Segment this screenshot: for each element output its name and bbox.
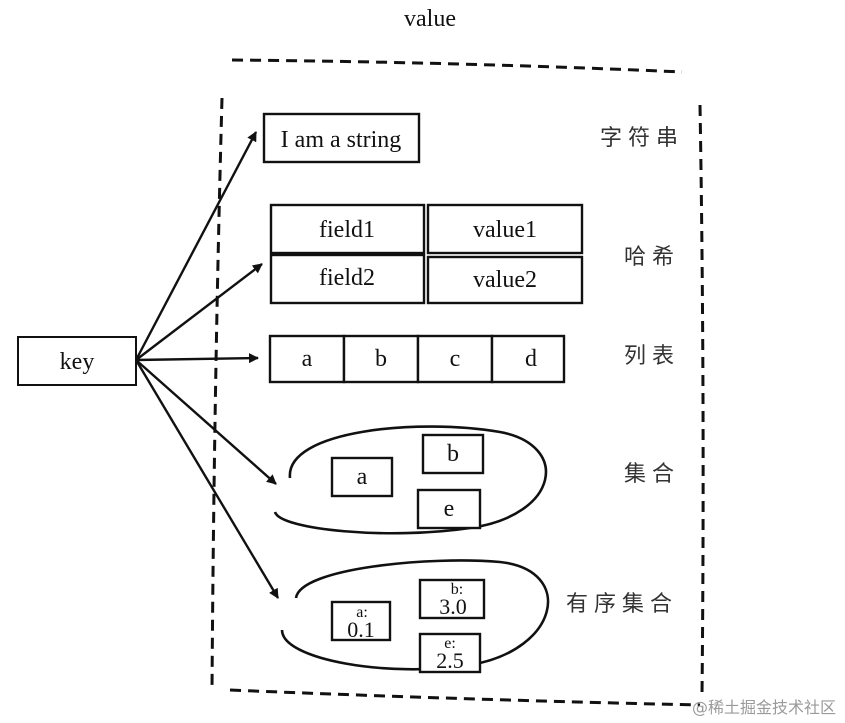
list-cell xyxy=(490,334,566,384)
arrow-to-zset xyxy=(134,359,280,599)
hash-value-cell xyxy=(426,255,584,305)
zset-ellipse xyxy=(280,559,550,671)
arrow-to-string xyxy=(134,131,258,361)
zset-member: a: xyxy=(356,604,368,621)
zset-type-label: 有序集合 xyxy=(566,592,678,617)
hash-type-label: 哈希 xyxy=(624,245,680,270)
hash-field-cell xyxy=(269,203,426,255)
list-cell xyxy=(342,334,420,384)
list-item: b xyxy=(375,346,387,372)
hash-value-cell xyxy=(426,203,584,255)
arrow-to-set xyxy=(135,359,277,485)
key-arrows xyxy=(134,131,280,599)
arrow-to-hash xyxy=(135,263,263,361)
value-container xyxy=(210,58,705,707)
list-item: a xyxy=(302,346,313,372)
set-member-box xyxy=(330,456,394,498)
list-item: c xyxy=(450,346,461,372)
set-member: a xyxy=(357,464,368,490)
list-cells: a b c d xyxy=(268,334,566,384)
hash-field: field1 xyxy=(319,217,375,243)
zset-score: 2.5 xyxy=(436,648,464,673)
arrow-to-list xyxy=(135,353,259,364)
string-box: I am a string xyxy=(262,112,421,164)
zset-score: 3.0 xyxy=(439,594,467,619)
key-label: key xyxy=(60,349,95,375)
zset-member-box xyxy=(330,600,392,642)
zset-group: a: 0.1 b: 3.0 e: 2.5 xyxy=(280,559,550,674)
key-box: key xyxy=(17,336,137,386)
set-ellipse xyxy=(273,425,548,535)
set-member-box xyxy=(421,433,485,475)
list-type-label: 列表 xyxy=(624,344,680,369)
set-member: b xyxy=(447,441,459,467)
string-type-label: 字符串 xyxy=(600,126,684,151)
zset-member-box xyxy=(418,578,486,620)
hash-table: field1 value1 field2 value2 xyxy=(269,203,584,305)
zset-member: e: xyxy=(444,635,456,652)
hash-field: field2 xyxy=(319,265,375,291)
value-title: value xyxy=(404,6,456,32)
list-item: d xyxy=(525,346,537,372)
set-group: a b e xyxy=(273,425,548,535)
zset-member: b: xyxy=(451,581,463,598)
hash-value: value1 xyxy=(473,217,537,243)
zset-score: 0.1 xyxy=(347,617,375,642)
set-member-box xyxy=(416,488,482,530)
watermark: @稀土掘金技术社区 xyxy=(692,698,836,717)
hash-field-cell xyxy=(269,253,426,305)
hash-value: value2 xyxy=(473,267,537,293)
string-value: I am a string xyxy=(281,127,402,153)
set-type-label: 集合 xyxy=(624,462,680,487)
set-member: e xyxy=(444,496,455,522)
zset-member-box xyxy=(418,632,482,674)
